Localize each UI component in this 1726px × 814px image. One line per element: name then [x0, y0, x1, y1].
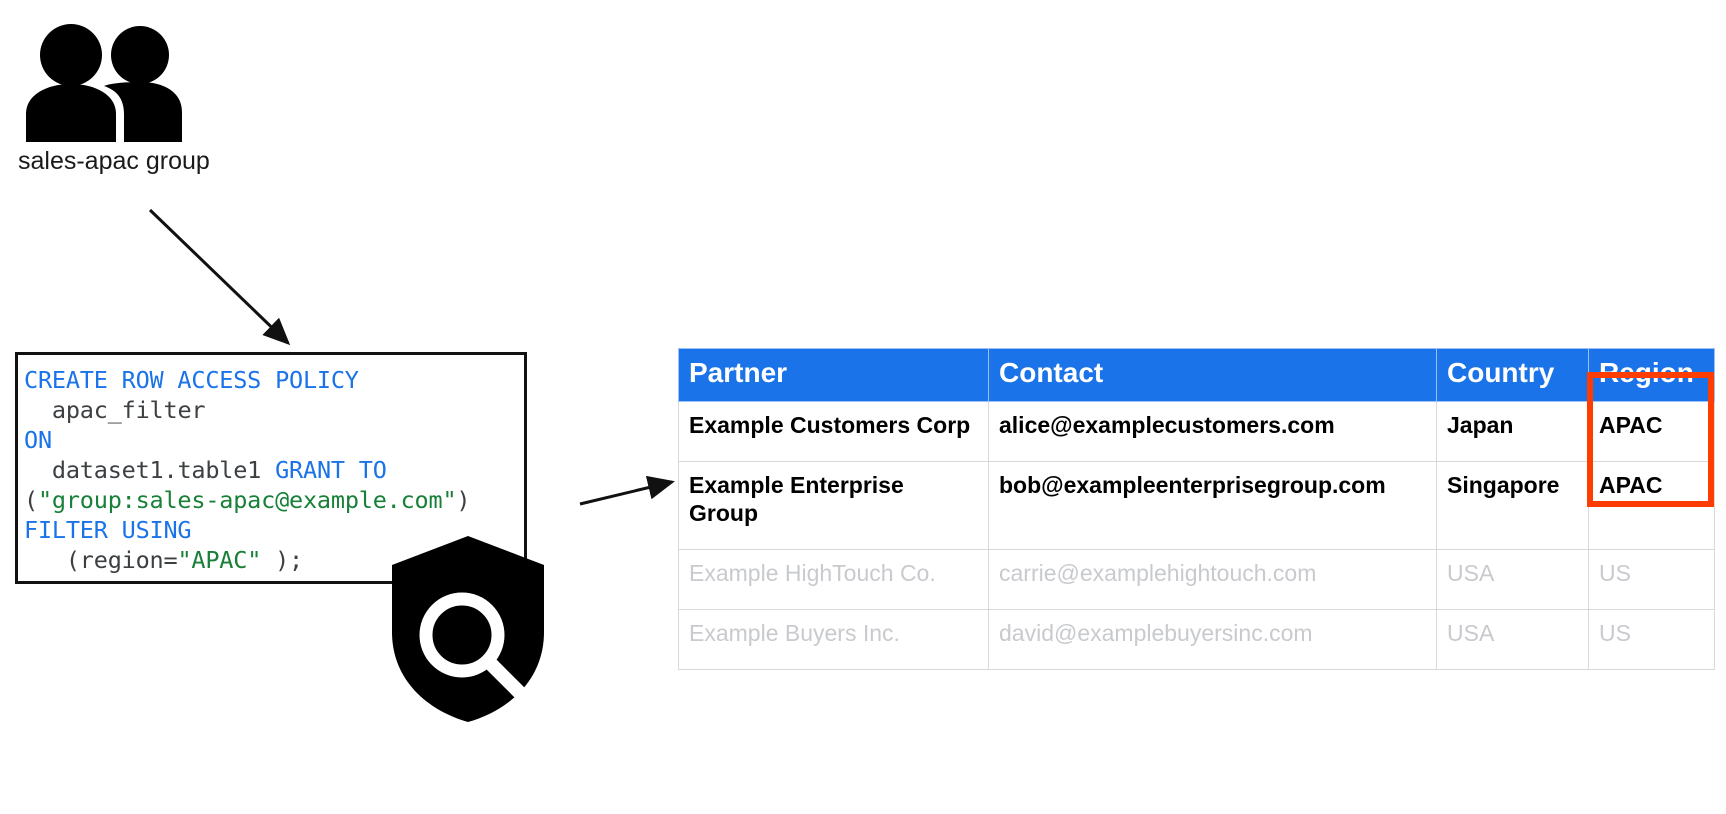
- sql-open-paren: (: [24, 486, 38, 514]
- cell-partner: Example Enterprise Group: [678, 461, 989, 551]
- partners-table: Partner Contact Country Region Example C…: [678, 347, 1715, 671]
- shield-search-icon: [392, 536, 544, 722]
- sql-keyword-filter-using: FILTER USING: [24, 516, 192, 544]
- policy-sql-code: CREATE ROW ACCESS POLICY apac_filter ON …: [18, 355, 524, 575]
- cell-region: APAC: [1588, 401, 1715, 463]
- table-header-row: Partner Contact Country Region: [678, 347, 1715, 403]
- group-label: sales-apac group: [18, 147, 210, 175]
- cell-region: US: [1588, 549, 1715, 611]
- cell-contact: alice@examplecustomers.com: [988, 401, 1437, 463]
- cell-country: USA: [1436, 609, 1589, 671]
- sql-filter-value: "APAC": [177, 546, 262, 574]
- sql-close-paren: ): [456, 486, 471, 514]
- people-group-icon: [26, 24, 182, 142]
- column-header-country[interactable]: Country: [1436, 347, 1589, 403]
- cell-contact: david@examplebuyersinc.com: [988, 609, 1437, 671]
- cell-country: USA: [1436, 549, 1589, 611]
- table-row[interactable]: Example Enterprise Group bob@exampleente…: [678, 461, 1715, 551]
- table-row[interactable]: Example HighTouch Co. carrie@examplehigh…: [678, 549, 1715, 611]
- cell-region: US: [1588, 609, 1715, 671]
- arrow-group-to-policy: [148, 208, 291, 346]
- column-header-region[interactable]: Region: [1588, 347, 1715, 403]
- table-row[interactable]: Example Buyers Inc. david@examplebuyersi…: [678, 609, 1715, 671]
- group-block: sales-apac group: [18, 22, 278, 176]
- cell-country: Singapore: [1436, 461, 1589, 551]
- cell-contact: bob@exampleenterprisegroup.com: [988, 461, 1437, 551]
- sql-keyword-on: ON: [24, 426, 52, 454]
- sql-filter-expr: (region=: [65, 546, 178, 574]
- table-row[interactable]: Example Customers Corp alice@examplecust…: [678, 401, 1715, 463]
- cell-partner: Example HighTouch Co.: [678, 549, 989, 611]
- row-access-policy-code-box: CREATE ROW ACCESS POLICY apac_filter ON …: [15, 352, 527, 584]
- cell-contact: carrie@examplehightouch.com: [988, 549, 1437, 611]
- sql-target-table: dataset1.table1: [51, 456, 262, 484]
- sql-keyword-grant-to: GRANT TO: [275, 456, 387, 484]
- cell-region: APAC: [1588, 461, 1715, 551]
- column-header-partner[interactable]: Partner: [678, 347, 989, 403]
- cell-partner: Example Customers Corp: [678, 401, 989, 463]
- sql-policy-name: apac_filter: [51, 396, 206, 424]
- sql-filter-close: );: [261, 546, 304, 574]
- cell-country: Japan: [1436, 401, 1589, 463]
- sql-keyword-create: CREATE ROW ACCESS POLICY: [24, 366, 359, 394]
- column-header-contact[interactable]: Contact: [988, 347, 1437, 403]
- cell-partner: Example Buyers Inc.: [678, 609, 989, 671]
- sql-principal: "group:sales-apac@example.com": [37, 486, 457, 514]
